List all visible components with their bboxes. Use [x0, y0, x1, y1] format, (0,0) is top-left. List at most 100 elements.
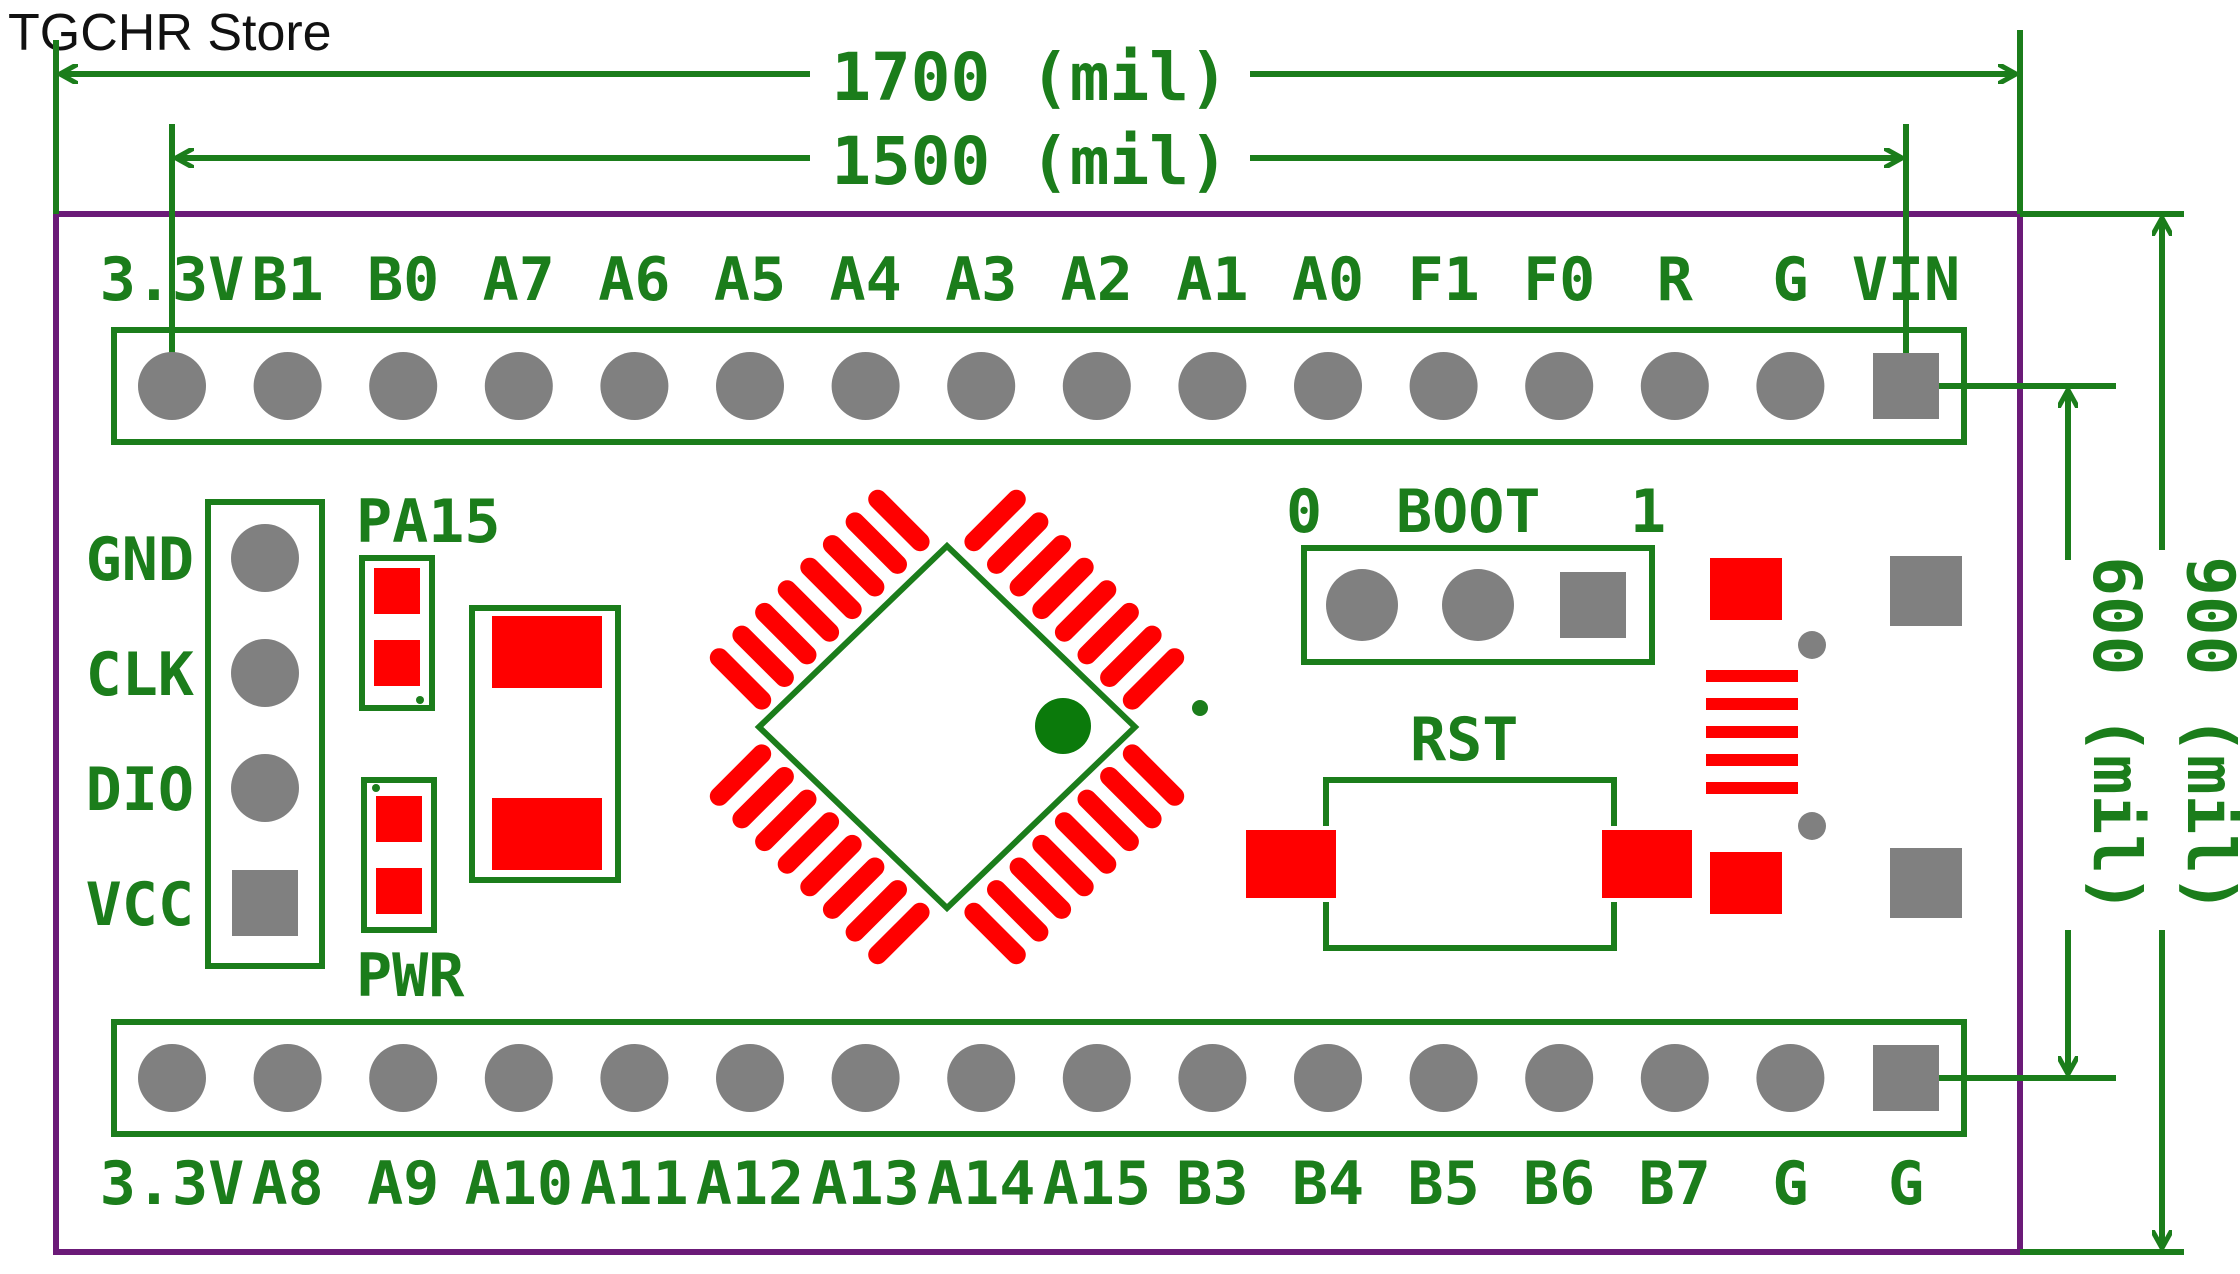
- top-header-pin: [1294, 352, 1362, 420]
- top-header-label-b0: B0: [367, 245, 439, 315]
- top-header-label-vin: VIN: [1852, 245, 1960, 315]
- boot-label-0: 0: [1286, 477, 1322, 547]
- mcu-pad: [987, 512, 1049, 574]
- top-header-label-a6: A6: [598, 245, 670, 315]
- mcu-pad: [732, 767, 794, 829]
- reset-button-outline-top: [1323, 777, 1617, 826]
- swd-pin: [231, 639, 299, 707]
- top-header-label-a2: A2: [1061, 245, 1133, 315]
- mcu-pad: [1100, 625, 1162, 687]
- swd-label-vcc: VCC: [86, 870, 194, 940]
- board-outline: [53, 211, 2023, 1255]
- dimension-width-inner-label: 1500 (mil): [831, 123, 1228, 200]
- bottom-header-label-b6: B6: [1523, 1149, 1595, 1219]
- swd-label-gnd: GND: [86, 525, 194, 595]
- swd-header-outline: [205, 499, 325, 969]
- bottom-header-pin: [1294, 1044, 1362, 1112]
- regulator-outline: [469, 605, 621, 883]
- mcu-pad: [1032, 834, 1094, 897]
- usb-signal-pad: [1706, 698, 1798, 710]
- bottom-header-pin: [1178, 1044, 1247, 1112]
- store-watermark: TGCHR Store: [8, 4, 332, 62]
- bottom-header-outline: [111, 1019, 1967, 1137]
- usb-signal-pad: [1706, 670, 1798, 682]
- usb-shell-pad-top: [1890, 556, 1962, 626]
- top-header-pin: [253, 352, 322, 420]
- dimension-height-outer-label: 900 (mil): [2172, 556, 2240, 914]
- bottom-header-label-g: G: [1772, 1149, 1808, 1219]
- bottom-header-pin: [369, 1044, 438, 1112]
- mcu-pad: [1032, 557, 1094, 620]
- bottom-header-pin: [716, 1044, 784, 1112]
- usb-pad-bottom: [1710, 852, 1782, 914]
- bottom-header-label-a14: A14: [927, 1149, 1035, 1219]
- mcu-pad: [1122, 648, 1185, 710]
- top-header-label-f0: F0: [1523, 245, 1595, 315]
- mcu-pad: [845, 512, 907, 574]
- usb-signal-pad: [1706, 782, 1798, 794]
- led-pwr-pad-1: [376, 796, 422, 842]
- bottom-header-pin: [831, 1044, 900, 1112]
- led-pwr-outline: [361, 777, 437, 933]
- top-header-pin: [1756, 352, 1825, 420]
- dimension-width-inner: [169, 124, 1909, 386]
- bottom-header-pin: [253, 1044, 322, 1112]
- mcu-pad: [709, 648, 772, 710]
- mcu-pad: [1054, 812, 1117, 874]
- dimension-height-inner: [1906, 383, 2116, 1081]
- mcu-pad: [964, 489, 1026, 552]
- swd-pin-square: [232, 870, 298, 936]
- swd-header-pins: [231, 524, 299, 936]
- top-header-pin: [1525, 352, 1594, 420]
- led-pa15-label: PA15: [356, 487, 501, 557]
- mcu-pad: [800, 834, 862, 897]
- led-pa15-outline: [359, 555, 435, 711]
- bottom-header-pin: [1756, 1044, 1825, 1112]
- usb-pad-top: [1710, 558, 1782, 620]
- usb-signal-pad: [1706, 726, 1798, 738]
- bottom-header-label-b3: B3: [1176, 1149, 1248, 1219]
- boot-jumper-outline: [1301, 545, 1655, 665]
- swd-pin: [231, 754, 299, 822]
- led-pwr-dot: [372, 784, 380, 792]
- regulator-pad-2: [492, 798, 602, 870]
- bottom-header-label-a15: A15: [1043, 1149, 1151, 1219]
- bottom-header-pin: [600, 1044, 669, 1112]
- bottom-header-pin: [484, 1044, 553, 1112]
- boot-pin-mid: [1442, 569, 1514, 641]
- bottom-header-pin: [1062, 1044, 1131, 1112]
- mcu-body: [754, 541, 1140, 913]
- top-header-pin: [1640, 352, 1709, 420]
- bottom-header-label-a8: A8: [251, 1149, 323, 1219]
- top-header-label-b1: B1: [251, 245, 323, 315]
- mcu-pad: [1122, 744, 1185, 806]
- led-pwr-label: PWR: [356, 941, 465, 1011]
- mcu-pad: [1009, 535, 1072, 597]
- top-header-label-a7: A7: [483, 245, 555, 315]
- top-header-pin-square: [1873, 353, 1939, 419]
- led-pa15-dot: [416, 696, 424, 704]
- mcu-pad: [1077, 602, 1139, 665]
- top-header-label-a5: A5: [714, 245, 786, 315]
- reset-button-outline-bottom: [1323, 902, 1617, 951]
- reset-button-label: RST: [1410, 705, 1518, 775]
- usb-shell-pad-bottom: [1890, 848, 1962, 918]
- top-header-label-a1: A1: [1176, 245, 1248, 315]
- boot-pin-1: [1560, 572, 1626, 638]
- dimension-height-inner-label: 600 (mil): [2078, 556, 2155, 914]
- bottom-header-pin: [947, 1044, 1016, 1112]
- top-header-pin: [138, 352, 206, 420]
- usb-hole-bottom: [1798, 812, 1826, 840]
- top-header-pin: [1062, 352, 1131, 420]
- top-header-label-a0: A0: [1292, 245, 1364, 315]
- mcu-pad: [822, 857, 885, 919]
- top-header-pin: [600, 352, 669, 420]
- bottom-header-pins: [138, 1044, 1939, 1112]
- top-header-label-a4: A4: [829, 245, 901, 315]
- mcu-pad: [777, 580, 840, 642]
- mcu-pad: [1054, 580, 1117, 642]
- mcu-pad: [1009, 857, 1072, 919]
